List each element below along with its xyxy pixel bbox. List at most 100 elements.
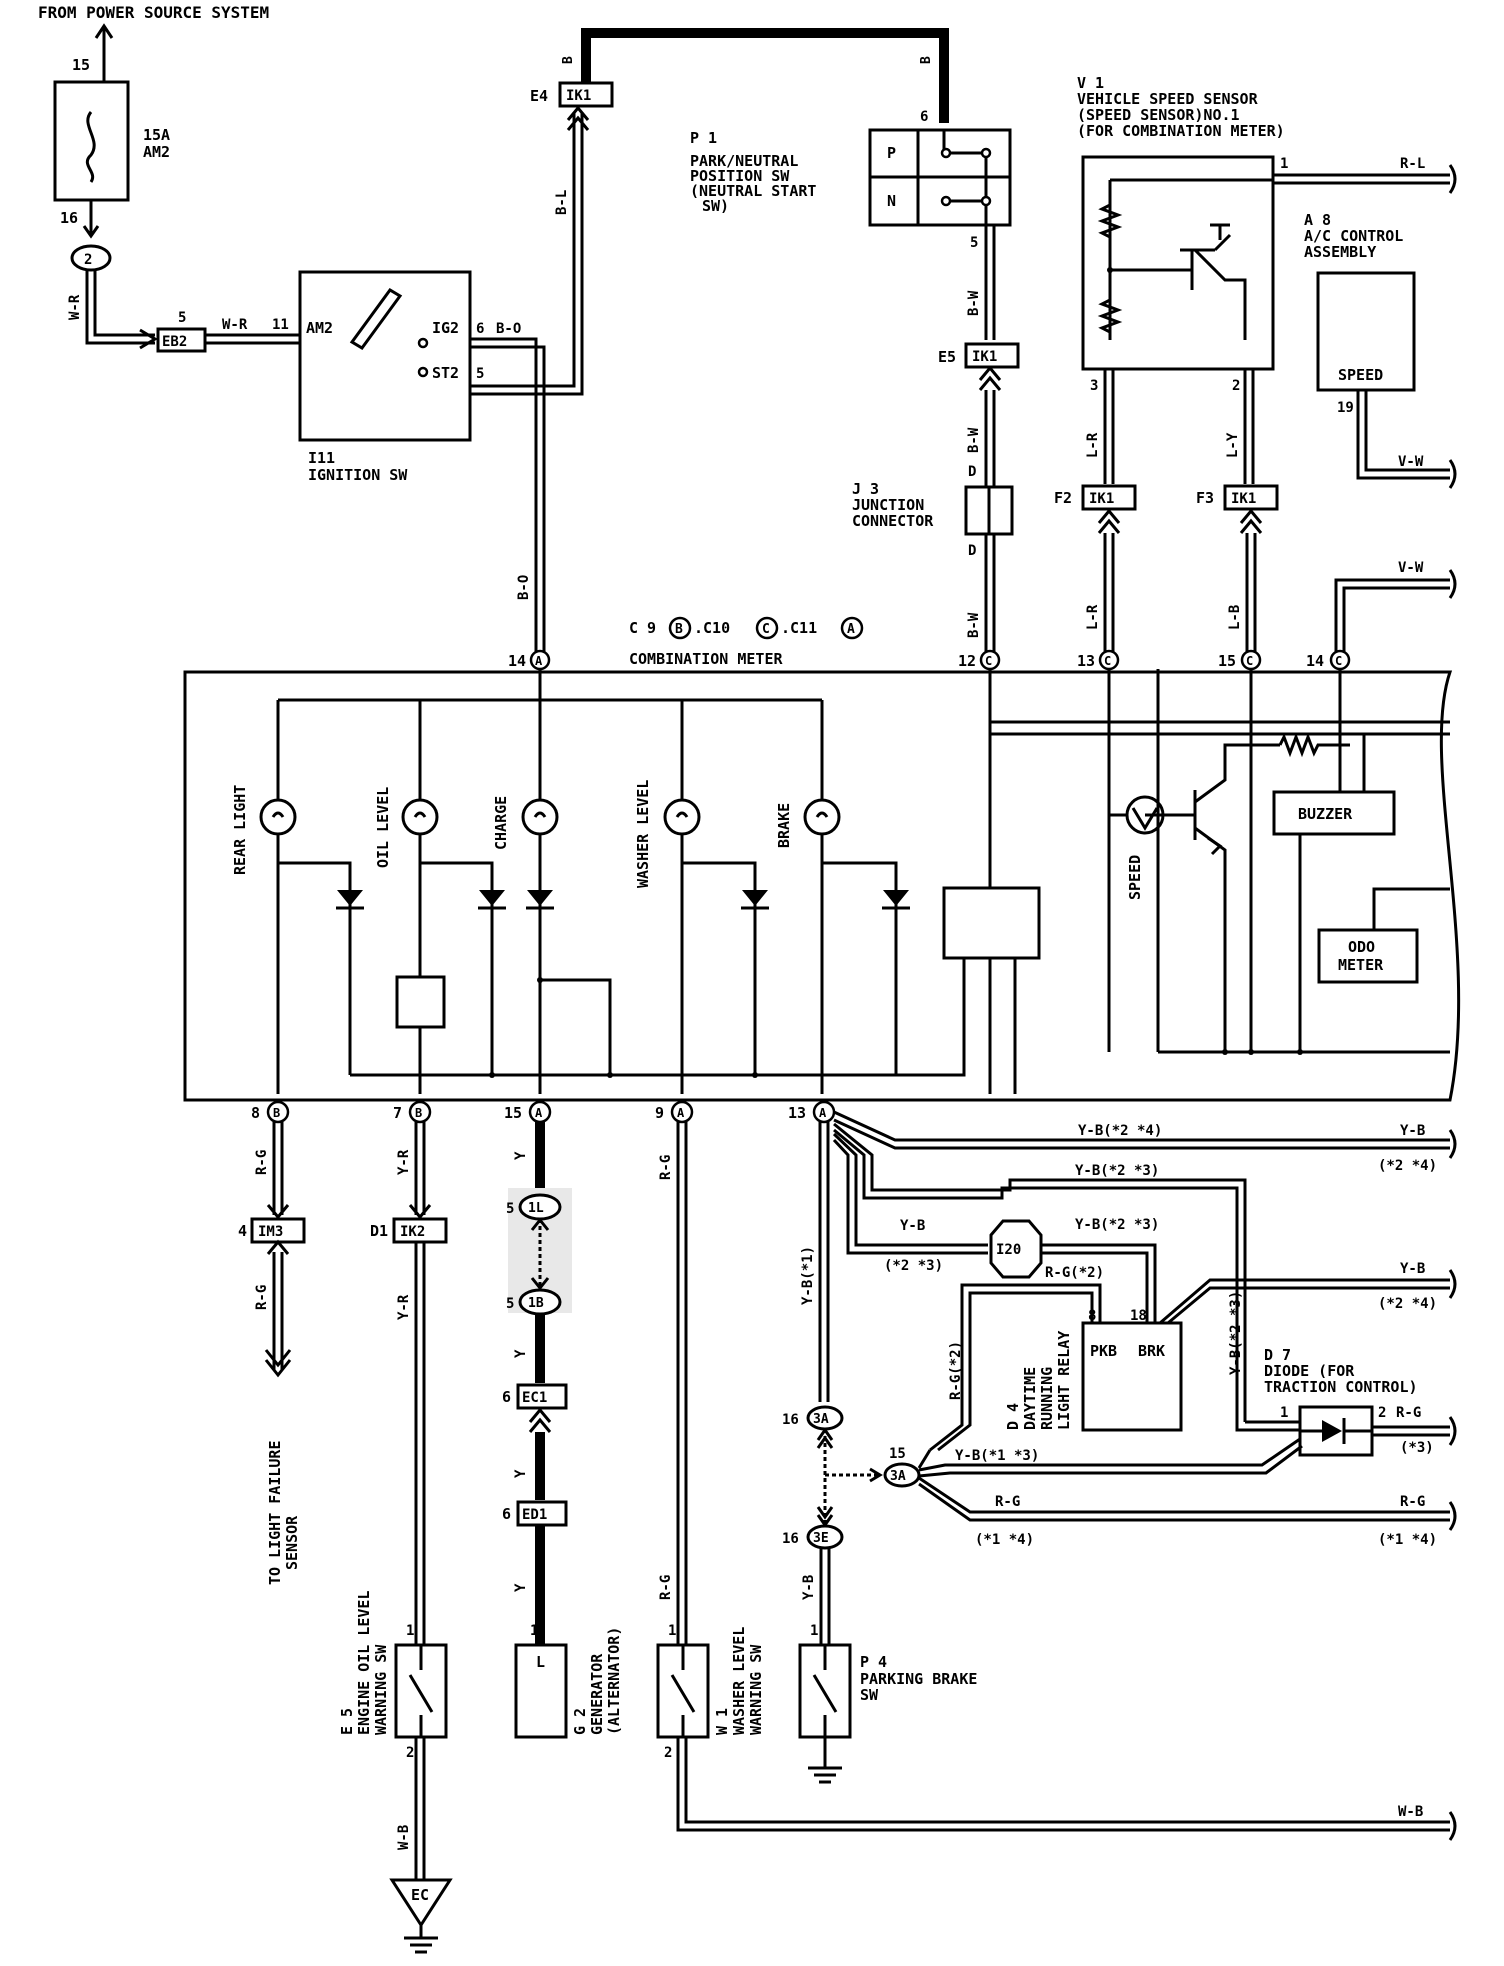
wire-yb-13: Y-B(*1 *3) [955, 1448, 1039, 1464]
splice-1b-label: 1B [528, 1296, 544, 1311]
park-neutral-switch: P N [868, 128, 1012, 227]
ignition-switch: AM2 IG2 ST2 I11 IGNITION SW [298, 270, 472, 484]
meter-pin7b-letter: B [415, 1106, 422, 1120]
park-p: P [887, 144, 896, 162]
v1-l2: (SPEED SENSOR)NO.1 [1077, 106, 1240, 124]
w1-code: W 1 [713, 1708, 731, 1735]
meter-c10: .C10 [694, 619, 730, 637]
connector-ec1 [516, 1383, 568, 1410]
g2-l1: GENERATOR [588, 1653, 606, 1735]
brake-lamp [803, 700, 841, 1094]
splice-1b-pin: 5 [506, 1296, 514, 1312]
wire-yb-23v: Y-B(*2 *3) [1228, 1291, 1244, 1375]
vehicle-speed-sensor [1081, 155, 1275, 371]
ground-ec [389, 1878, 453, 1928]
meter-oil-level: OIL LEVEL [374, 787, 392, 868]
v1-pin-2: 2 [1232, 378, 1240, 394]
meter-pin-15c: 15 [1218, 652, 1236, 670]
wire-y-2: Y [513, 1349, 529, 1358]
wire-b-left: B [561, 56, 576, 64]
meter-pin13a-letter: A [819, 1106, 827, 1120]
meter-pin8b-letter: B [273, 1106, 280, 1120]
j3-d1: D [968, 464, 976, 480]
connector-ec1-label: EC1 [522, 1390, 547, 1406]
g2-code: G 2 [571, 1708, 589, 1735]
ign-pin-5: 5 [476, 366, 484, 382]
connector-e4: E4 [530, 87, 548, 105]
ground-ec-label: EC [411, 1886, 429, 1904]
wire-yb-24: Y-B(*2 *4) [1078, 1123, 1162, 1139]
meter-odo2: METER [1338, 956, 1384, 974]
rear-light-lamp [259, 700, 297, 1094]
wire-lr-2: L-R [1085, 604, 1101, 630]
wire-yb-right-2: Y-B [1400, 1261, 1425, 1277]
splice-3a-mid-label: 3A [890, 1469, 906, 1484]
meter-pin-14c: 14 [1306, 652, 1324, 670]
meter-conn-a: A [847, 622, 855, 637]
wire-rg-1: R-G [254, 1150, 270, 1175]
a8-l2: ASSEMBLY [1304, 243, 1376, 261]
connector-im3-label: IM3 [258, 1224, 283, 1240]
failure-l1: TO LIGHT FAILURE [266, 1441, 284, 1586]
meter-pin15a-letter: A [535, 1106, 543, 1120]
meter-washer-level: WASHER LEVEL [634, 780, 652, 888]
wire-yb-23a: Y-B(*2 *3) [1075, 1163, 1159, 1179]
w1-l1: WASHER LEVEL [730, 1627, 748, 1735]
buzzer [1272, 790, 1396, 836]
splice-3a-top-pin: 16 [782, 1412, 799, 1428]
wire-yb-note-1: (*2 *4) [1378, 1158, 1437, 1174]
source-label: FROM POWER SOURCE SYSTEM [38, 3, 269, 22]
wire-y-3: Y [513, 1469, 529, 1478]
meter-conn-c: C [762, 622, 770, 637]
meter-speed: SPEED [1126, 855, 1144, 900]
p4-pin-1: 1 [810, 1623, 818, 1639]
v1-pin-1: 1 [1280, 156, 1288, 172]
wire-rl: R-L [1400, 156, 1425, 172]
splice-3e-label: 3E [813, 1531, 829, 1546]
meter-pin-15a: 15 [504, 1104, 522, 1122]
park-pin-6: 6 [920, 109, 928, 125]
d7-l1: DIODE (FOR [1264, 1362, 1355, 1380]
wire-b-right: B [919, 56, 934, 64]
ign-name: IGNITION SW [308, 466, 408, 484]
d4-brk: BRK [1138, 1342, 1165, 1360]
splice-1l-pin: 5 [506, 1201, 514, 1217]
wire-lb: L-B [1227, 605, 1243, 630]
wire-wb-2: W-B [1398, 1804, 1423, 1820]
a8-speed: SPEED [1338, 366, 1383, 384]
j3-l2: CONNECTOR [852, 512, 934, 530]
wire-rg-right-note: (*1 *4) [1378, 1532, 1437, 1548]
g2-l: L [536, 1653, 545, 1671]
wire-bl: B-L [554, 190, 570, 215]
meter-pin13c-letter: C [1104, 654, 1111, 668]
meter-name: COMBINATION METER [629, 650, 783, 668]
wire-y-1: Y [513, 1151, 529, 1160]
wire-yr-2: Y-R [396, 1294, 412, 1320]
meter-pin14a-letter: A [535, 654, 543, 668]
combination-meter: REAR LIGHT OIL LEVEL CHARGE WASHER LEVEL… [183, 649, 1461, 1102]
v1-pin-3: 3 [1090, 378, 1098, 394]
connector-eb2-pin: 5 [178, 310, 186, 326]
wire-wb-1: W-B [396, 1825, 412, 1850]
d7-pin-2: 2 [1378, 1405, 1386, 1421]
meter-rear-light: REAR LIGHT [231, 785, 249, 875]
wire-bw-3: B-W [966, 612, 982, 638]
meter-pin-13a: 13 [788, 1104, 806, 1122]
wire-wr-vertical: W-R [67, 294, 83, 320]
meter-conn-b: B [675, 622, 683, 637]
w1-pin-1: 1 [668, 1623, 676, 1639]
wire-yr-1: Y-R [396, 1149, 412, 1175]
splice-i20 [989, 1219, 1043, 1279]
meter-c11: .C11 [781, 619, 817, 637]
meter-bottom-pins [266, 1100, 836, 1124]
meter-brake: BRAKE [775, 803, 793, 848]
wire-ly: L-Y [1225, 432, 1241, 458]
meter-pin9a-letter: A [677, 1106, 685, 1120]
park-code: P 1 [690, 129, 717, 147]
ign-st2: ST2 [432, 364, 459, 382]
wire-yb: Y-B [900, 1218, 925, 1234]
connector-ik1-e5 [964, 342, 1020, 369]
d4-l1: DAYTIME [1021, 1367, 1039, 1430]
connector-ik1-f2-label: IK1 [1089, 491, 1114, 507]
w1-l2: WARNING SW [747, 1644, 765, 1735]
